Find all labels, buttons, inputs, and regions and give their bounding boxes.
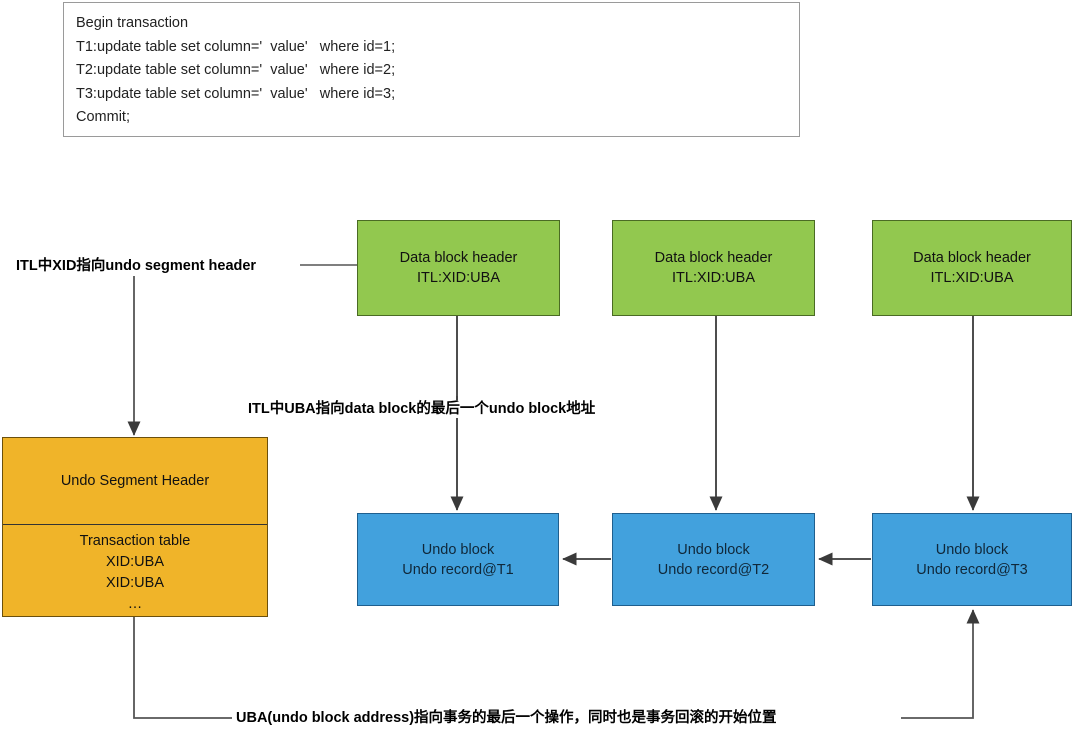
- annotation-xid-pointer: ITL中XID指向undo segment header: [14, 257, 259, 275]
- undo-block-title: Undo block: [677, 541, 750, 558]
- undo-segment-header-box: Undo Segment Header Transaction table XI…: [2, 437, 268, 617]
- undo-block-3: Undo block Undo record@T3: [872, 513, 1072, 606]
- data-block-header-title: Data block header: [913, 250, 1031, 266]
- sql-line: Begin transaction: [76, 15, 189, 31]
- data-block-header-1: Data block header ITL:XID:UBA: [357, 220, 560, 316]
- transaction-table-row: XID:UBA: [105, 575, 164, 591]
- undo-block-detail: Undo record@T3: [916, 561, 1028, 578]
- undo-block-2: Undo block Undo record@T2: [612, 513, 815, 606]
- data-block-header-detail: ITL:XID:UBA: [930, 270, 1014, 286]
- undo-segment-header-label: Undo Segment Header: [3, 438, 267, 525]
- data-block-header-detail: ITL:XID:UBA: [417, 270, 500, 286]
- undo-block-detail: Undo record@T1: [402, 561, 514, 578]
- sql-line: T3:update table set column=' value' wher…: [76, 85, 396, 102]
- sql-transaction-box: Begin transaction T1:update table set co…: [63, 2, 800, 137]
- sql-line: T2:update table set column=' value' wher…: [76, 62, 396, 78]
- annotation-bottom-note: UBA(undo block address)指向事务的最后一个操作，同时也是事…: [232, 709, 781, 727]
- undo-block-title: Undo block: [935, 541, 1009, 558]
- undo-block-detail: Undo record@T2: [657, 561, 770, 578]
- data-block-header-3: Data block header ITL:XID:UBA: [872, 220, 1072, 316]
- sql-line: T1:update table set column=' value' wher…: [76, 38, 396, 55]
- data-block-header-title: Data block header: [399, 250, 518, 266]
- annotation-uba-pointer: ITL中UBA指向data block的最后一个undo block地址: [244, 400, 600, 418]
- transaction-table-ellipsis: …: [127, 596, 143, 612]
- undo-block-title: Undo block: [421, 541, 495, 558]
- sql-line: Commit;: [76, 109, 130, 125]
- transaction-table-row: XID:UBA: [105, 554, 164, 570]
- data-block-header-detail: ITL:XID:UBA: [672, 270, 755, 286]
- connector-bottom-note-to-undoblock3: [901, 609, 980, 719]
- undo-block-1: Undo block Undo record@T1: [357, 513, 559, 606]
- transaction-table: Transaction table XID:UBA XID:UBA …: [3, 525, 267, 616]
- data-block-header-title: Data block header: [654, 250, 773, 266]
- transaction-table-title: Transaction table: [79, 533, 191, 549]
- data-block-header-2: Data block header ITL:XID:UBA: [612, 220, 815, 316]
- connector-undo-segment-to-undoblock3: [133, 617, 232, 719]
